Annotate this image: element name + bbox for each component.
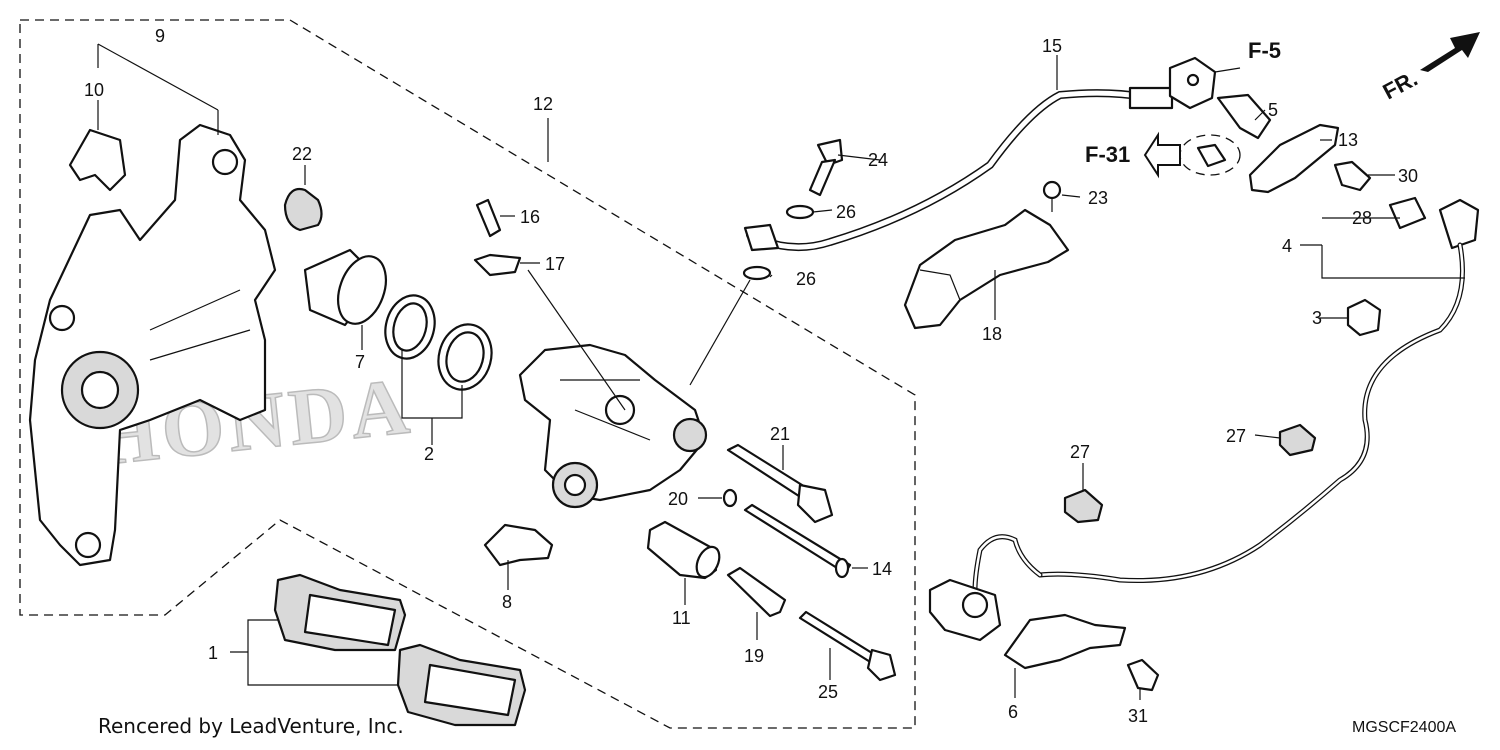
front-direction-arrow bbox=[1420, 32, 1480, 72]
ref-f5[interactable]: F-5 bbox=[1248, 38, 1281, 63]
joint-stay[interactable] bbox=[1216, 93, 1272, 140]
callout-30[interactable]: 30 bbox=[1398, 166, 1418, 186]
detail-bolt bbox=[1196, 143, 1227, 168]
piston-seal-set[interactable] bbox=[379, 290, 499, 396]
callout-11[interactable]: 11 bbox=[672, 608, 691, 628]
callout-27-right[interactable]: 27 bbox=[1226, 426, 1246, 446]
callout-7[interactable]: 7 bbox=[355, 352, 365, 372]
piston[interactable] bbox=[303, 248, 395, 331]
sensor-connector[interactable] bbox=[1388, 196, 1480, 250]
mounting-bolt[interactable] bbox=[798, 610, 897, 682]
callout-12[interactable]: 12 bbox=[533, 94, 553, 114]
ref-f31[interactable]: F-31 bbox=[1085, 142, 1130, 167]
callout-20[interactable]: 20 bbox=[668, 489, 688, 509]
bleeder-cap[interactable] bbox=[473, 253, 522, 277]
caliper-bracket[interactable] bbox=[28, 123, 277, 567]
speed-sensor-wire[interactable] bbox=[972, 242, 1465, 593]
callout-18[interactable]: 18 bbox=[982, 324, 1002, 344]
callout-10[interactable]: 10 bbox=[84, 80, 104, 100]
callout-22[interactable]: 22 bbox=[292, 144, 312, 164]
f5-leader bbox=[1214, 67, 1241, 73]
brake-pad-set[interactable] bbox=[273, 573, 527, 727]
caliper-boot[interactable] bbox=[646, 520, 724, 581]
banjo-bolt[interactable] bbox=[808, 138, 844, 197]
callout-31[interactable]: 31 bbox=[1128, 706, 1148, 726]
wire-grommet-upper[interactable] bbox=[1278, 423, 1317, 457]
flange-bolt[interactable] bbox=[1333, 160, 1372, 192]
f31-arrow-icon bbox=[1143, 131, 1181, 179]
callout-26-upper[interactable]: 26 bbox=[836, 202, 856, 222]
bleeder-screw[interactable] bbox=[475, 198, 502, 238]
callout-5[interactable]: 5 bbox=[1268, 100, 1278, 120]
callout-3[interactable]: 3 bbox=[1312, 308, 1322, 328]
pin-boot[interactable] bbox=[283, 187, 323, 232]
hose-guard[interactable] bbox=[903, 208, 1070, 330]
slide-pin[interactable] bbox=[743, 503, 852, 579]
sealing-washers[interactable] bbox=[742, 204, 815, 281]
callout-13[interactable]: 13 bbox=[1338, 130, 1358, 150]
o-ring[interactable] bbox=[722, 488, 738, 508]
screw[interactable] bbox=[1042, 180, 1062, 212]
wire-clamp[interactable] bbox=[1346, 298, 1382, 337]
hose-joint-block[interactable] bbox=[1168, 56, 1217, 110]
callout-25[interactable]: 25 bbox=[818, 682, 838, 702]
callout-27-left[interactable]: 27 bbox=[1070, 442, 1090, 462]
callout-19[interactable]: 19 bbox=[744, 646, 764, 666]
callout-16[interactable]: 16 bbox=[520, 207, 540, 227]
callout-2[interactable]: 2 bbox=[424, 444, 434, 464]
pin-bolt[interactable] bbox=[726, 443, 834, 524]
wire-grommet-lower[interactable] bbox=[1063, 488, 1104, 524]
credit-text: Rencered by LeadVenture, Inc. bbox=[98, 714, 404, 738]
callout-28[interactable]: 28 bbox=[1352, 208, 1372, 228]
callout-14[interactable]: 14 bbox=[872, 559, 892, 579]
diagram-code: MGSCF2400A bbox=[1352, 719, 1456, 736]
pad-spring[interactable] bbox=[68, 128, 127, 192]
callout-17[interactable]: 17 bbox=[545, 254, 565, 274]
callout-1[interactable]: 1 bbox=[208, 643, 218, 663]
caliper-body[interactable] bbox=[518, 343, 708, 509]
callout-9[interactable]: 9 bbox=[155, 26, 165, 46]
front-direction-label: FR. bbox=[1379, 66, 1422, 105]
sensor-stay[interactable] bbox=[1003, 613, 1127, 670]
pad-retainer-spring[interactable] bbox=[483, 523, 554, 567]
wheel-speed-sensor[interactable] bbox=[928, 578, 1002, 642]
callout-23[interactable]: 23 bbox=[1088, 188, 1108, 208]
callout-4[interactable]: 4 bbox=[1282, 236, 1292, 256]
callout-8[interactable]: 8 bbox=[502, 592, 512, 612]
callout-15[interactable]: 15 bbox=[1042, 36, 1062, 56]
brake-hose[interactable] bbox=[743, 86, 1174, 252]
callout-24[interactable]: 24 bbox=[868, 150, 888, 170]
callout-26-lower[interactable]: 26 bbox=[796, 269, 816, 289]
callout-21[interactable]: 21 bbox=[770, 424, 790, 444]
leader-lines bbox=[97, 43, 1465, 700]
collar[interactable] bbox=[726, 566, 787, 618]
hose-bracket[interactable] bbox=[1248, 123, 1340, 194]
sensor-bolt[interactable] bbox=[1126, 658, 1160, 692]
bracket-assembly-outline bbox=[19, 19, 916, 729]
callout-6[interactable]: 6 bbox=[1008, 702, 1018, 722]
